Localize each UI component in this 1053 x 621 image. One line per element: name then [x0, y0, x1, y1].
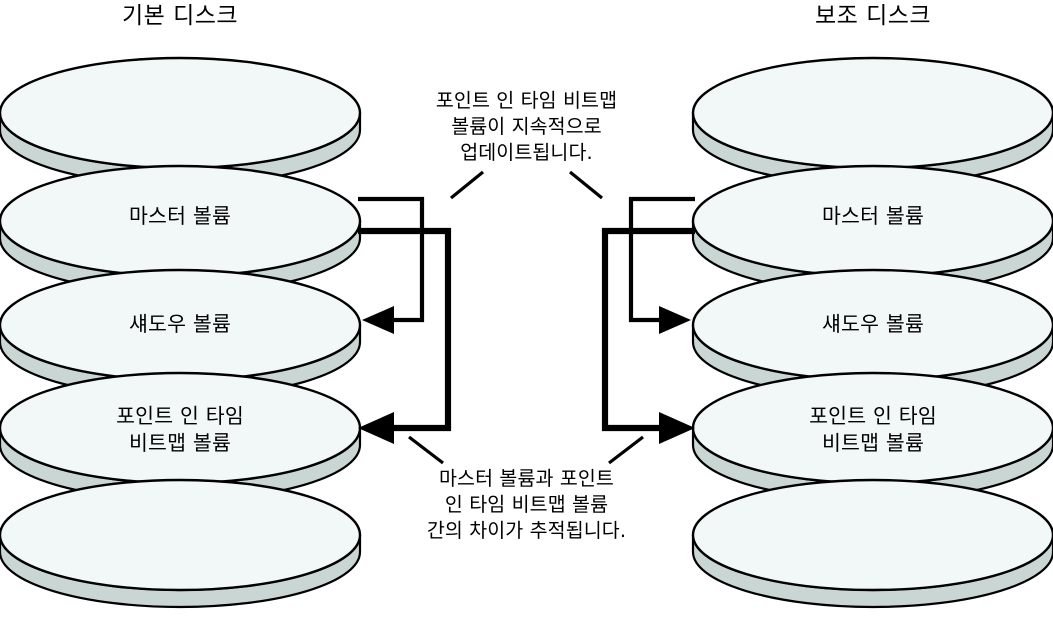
arrow-primary-master-to-shadow — [358, 196, 425, 334]
arrow-secondary-master-to-bitmap — [601, 227, 695, 444]
leader-lines-bottom-note — [408, 435, 644, 465]
secondary-shadow-volume-label: 섀도우 볼륨 — [821, 312, 925, 336]
disk-primary-5 — [0, 478, 362, 609]
leader-lines-top-note — [449, 170, 604, 200]
leader-line-bottom-right — [608, 435, 644, 465]
arrow-secondary-master-to-shadow — [628, 196, 695, 334]
leader-line-top-right — [568, 170, 604, 200]
primary-disk-title: 기본 디스크 — [121, 3, 239, 29]
leader-line-bottom-left — [408, 435, 444, 465]
secondary-master-volume-label: 마스터 볼륨 — [821, 204, 925, 228]
arrow-primary-master-to-bitmap — [358, 227, 452, 444]
secondary-point-in-time-bitmap-volume-label: 포인트 인 타임 비트맵 볼륨 — [809, 404, 937, 455]
bottom-annotation-text: 마스터 볼륨과 포인트 인 타임 비트맵 볼륨 간의 차이가 추적됩니다. — [426, 467, 627, 542]
top-annotation-text: 포인트 인 타임 비트맵 볼륨이 지속적으로 업데이트됩니다. — [435, 89, 618, 164]
secondary-disk-title: 보조 디스크 — [814, 3, 932, 29]
leader-line-top-left — [449, 170, 485, 200]
primary-master-volume-label: 마스터 볼륨 — [128, 204, 232, 228]
primary-shadow-volume-label: 섀도우 볼륨 — [128, 312, 232, 336]
disk-secondary-5 — [691, 478, 1053, 609]
primary-point-in-time-bitmap-volume-label: 포인트 인 타임 비트맵 볼륨 — [116, 404, 244, 455]
